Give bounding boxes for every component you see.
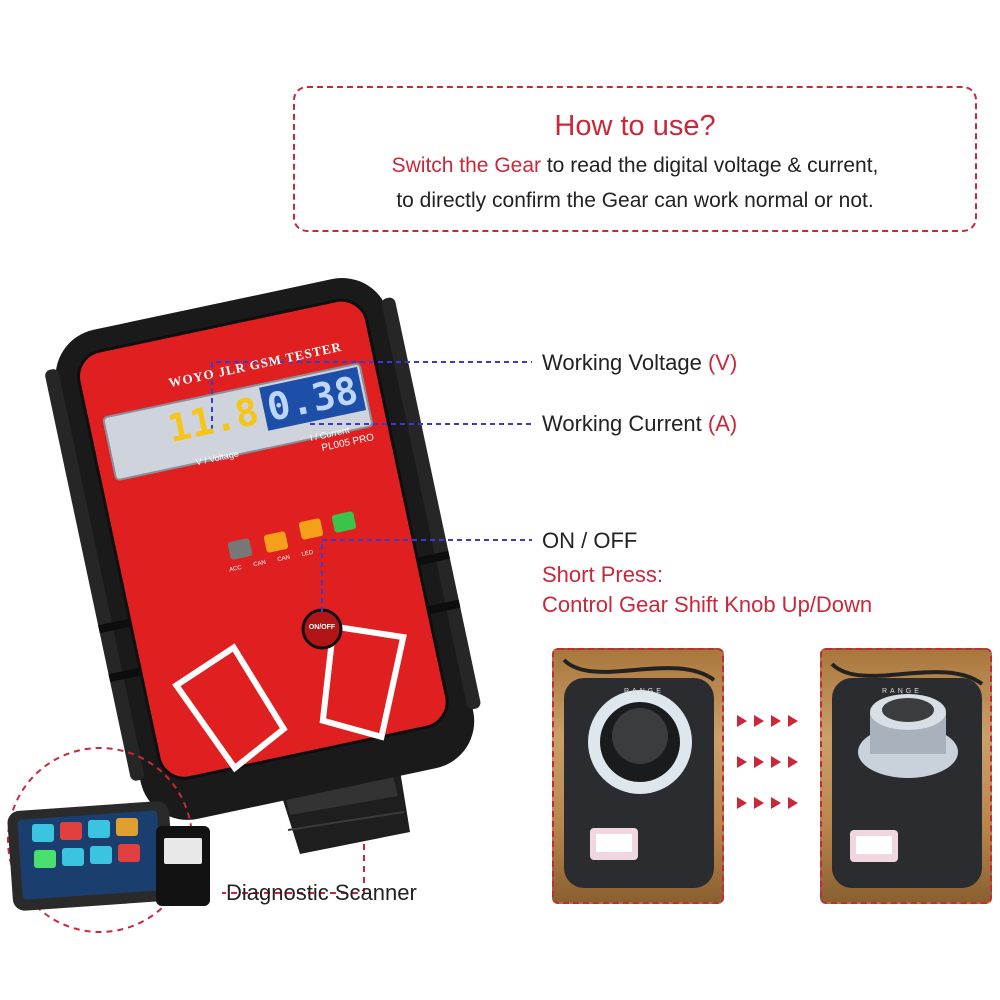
working-voltage-label: Working Voltage bbox=[542, 350, 702, 375]
working-voltage-callout: Working Voltage (V) bbox=[542, 350, 737, 376]
lcd-voltage-reading: 11.8 bbox=[163, 388, 263, 452]
gsm-tester-device bbox=[45, 278, 481, 820]
how-to-use-line-1: Switch the Gear to read the digital volt… bbox=[295, 154, 975, 178]
short-press-label: Short Press: bbox=[542, 562, 664, 587]
scanner-tablet bbox=[7, 747, 210, 933]
how-to-use-box: How to use? Switch the Gear to read the … bbox=[293, 86, 977, 232]
switch-gear-highlight: Switch the Gear bbox=[391, 154, 542, 177]
control-knob-label: Control Gear Shift Knob Up/Down bbox=[542, 592, 873, 617]
how-to-use-line-1-rest: to read the digital voltage & current, bbox=[541, 154, 879, 177]
how-to-use-line-2: to directly confirm the Gear can work no… bbox=[396, 189, 874, 212]
knob-photo-after-illustration bbox=[830, 662, 984, 888]
power-callout-line bbox=[321, 539, 532, 612]
scanner-connection-line bbox=[222, 800, 365, 894]
diagnostic-scanner-label: Diagnostic Scanner bbox=[226, 880, 417, 905]
indicator-buttons bbox=[227, 511, 357, 560]
current-unit: (A) bbox=[707, 411, 738, 436]
knob-photo-before: RANGE bbox=[552, 648, 724, 904]
power-button-label: ON/OFF bbox=[308, 624, 336, 631]
lcd-current-reading: 0.38 bbox=[259, 367, 366, 431]
how-to-use-title: How to use? bbox=[554, 110, 716, 142]
transition-arrows bbox=[737, 715, 798, 809]
knob-photo-after: RANGE bbox=[820, 648, 992, 904]
working-current-callout: Working Current (A) bbox=[542, 411, 737, 437]
voltage-unit: (V) bbox=[707, 350, 738, 375]
knob-brand-before: RANGE bbox=[624, 688, 664, 695]
on-off-label: ON / OFF bbox=[542, 528, 638, 553]
knob-brand-after: RANGE bbox=[882, 688, 922, 695]
working-current-label: Working Current bbox=[542, 411, 702, 436]
knob-photo-before-illustration bbox=[562, 658, 716, 888]
voltage-callout-line bbox=[211, 361, 532, 430]
